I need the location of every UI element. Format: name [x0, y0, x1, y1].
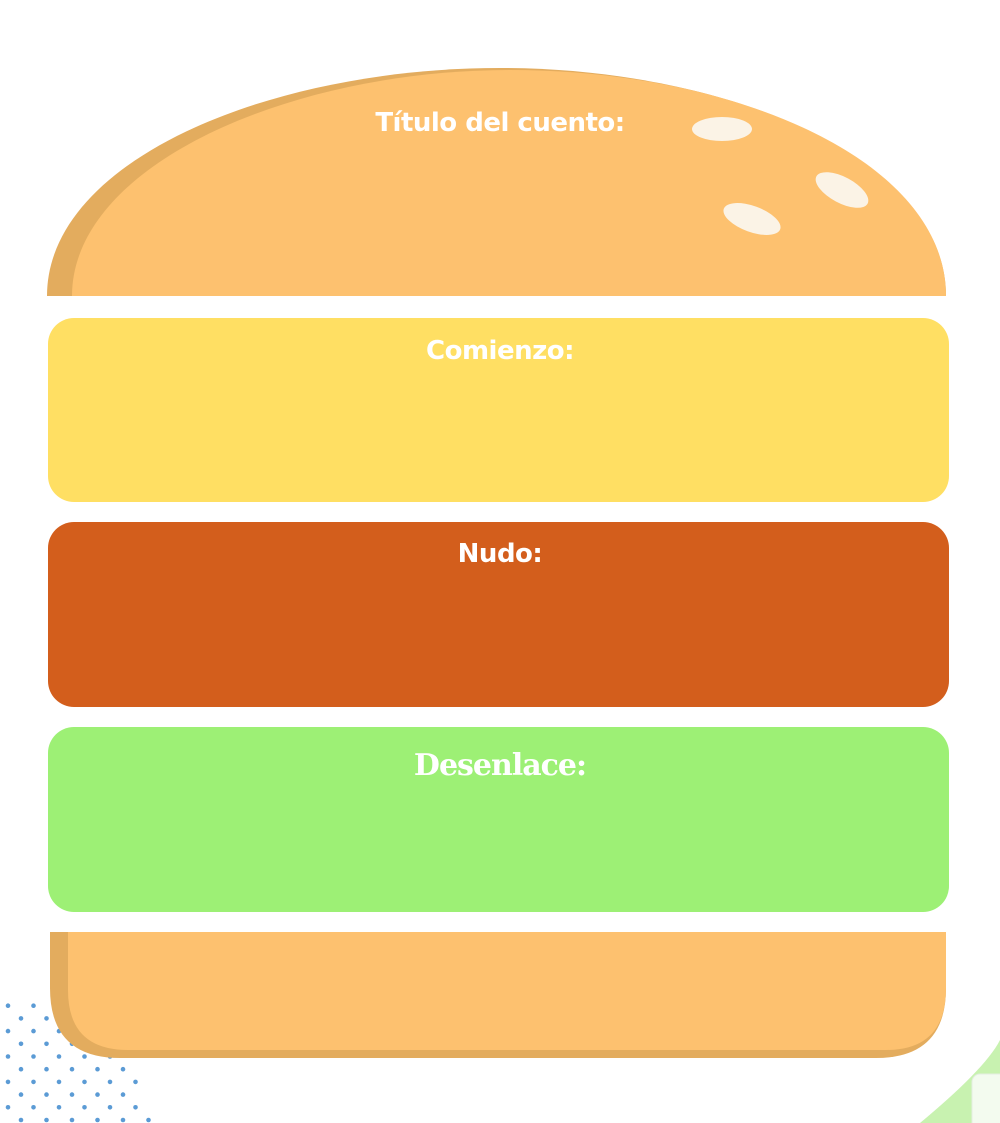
- dot: [69, 1092, 75, 1097]
- dot: [18, 1016, 24, 1021]
- dot: [18, 1092, 24, 1097]
- dot: [56, 1079, 62, 1085]
- top-bun: [72, 70, 946, 296]
- dot: [5, 1003, 11, 1008]
- dot: [5, 1079, 11, 1085]
- ending-label: Desenlace:: [413, 748, 587, 783]
- sesame-seed: [815, 172, 869, 208]
- dot: [95, 1066, 100, 1072]
- cheese-layer: [48, 318, 949, 502]
- dot: [82, 1054, 87, 1059]
- beginning-label: Comienzo:: [426, 336, 574, 366]
- dot: [56, 1105, 62, 1110]
- dot: [69, 1117, 75, 1123]
- dot: [56, 1054, 62, 1059]
- dot: [82, 1105, 87, 1110]
- title-label: Título del cuento:: [375, 108, 625, 138]
- dot: [18, 1041, 24, 1047]
- sesame-seed: [692, 117, 752, 141]
- dot: [133, 1079, 138, 1085]
- dot: [95, 1117, 100, 1123]
- dot: [31, 1105, 36, 1110]
- bottom-bun: [68, 932, 946, 1050]
- dot: [44, 1092, 49, 1097]
- dot: [44, 1041, 49, 1047]
- middle-label: Nudo:: [457, 539, 543, 569]
- meat-layer: [48, 522, 949, 707]
- dot: [120, 1117, 126, 1123]
- dot: [44, 1016, 49, 1021]
- dot: [120, 1092, 126, 1097]
- dot: [18, 1117, 24, 1123]
- corner-card: [971, 1073, 1000, 1123]
- dot-pattern-decoration: [5, 1003, 151, 1123]
- dot: [31, 1003, 36, 1008]
- dot: [31, 1028, 36, 1034]
- dot: [82, 1079, 87, 1085]
- lettuce-layer: [48, 727, 949, 912]
- dot: [107, 1079, 113, 1085]
- dot: [107, 1105, 113, 1110]
- dot: [69, 1066, 75, 1072]
- dot: [31, 1054, 36, 1059]
- dot: [120, 1066, 126, 1072]
- sesame-seed: [723, 203, 781, 235]
- dot: [18, 1066, 24, 1072]
- dot: [133, 1105, 138, 1110]
- dot: [5, 1028, 11, 1034]
- dot: [146, 1117, 151, 1123]
- dot: [95, 1092, 100, 1097]
- dot: [44, 1117, 49, 1123]
- dot: [5, 1054, 11, 1059]
- dot: [44, 1066, 49, 1072]
- dot: [31, 1079, 36, 1085]
- dot: [5, 1105, 11, 1110]
